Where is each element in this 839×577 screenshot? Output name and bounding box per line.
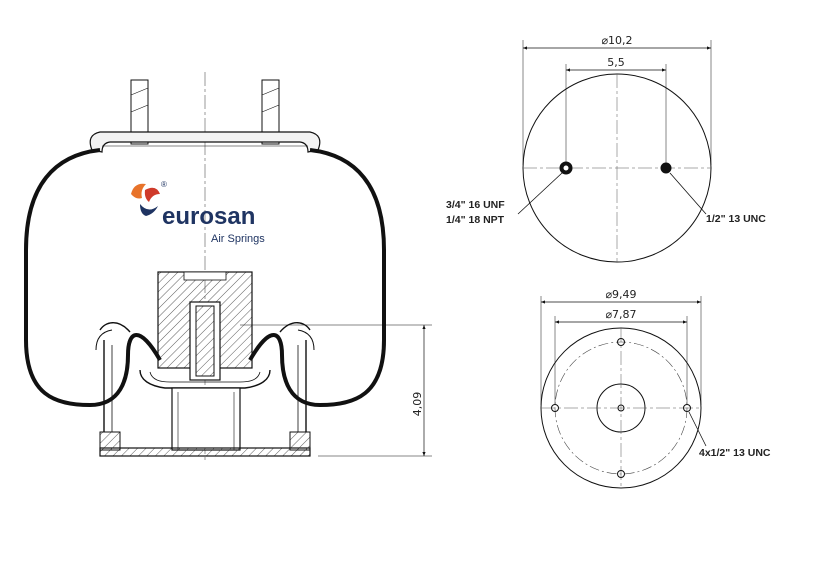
top-stud-right [261,79,280,145]
eurosan-logo: ® eurosan Air Springs [131,180,265,245]
top-diameter-label: ⌀10,2 [601,34,632,47]
piston-skirt [171,387,241,451]
top-bead-plate [89,131,321,153]
side-view [24,72,432,462]
height-dim-label: 4,09 [411,392,424,417]
height-dimension [240,324,432,457]
bottom-bolts-label: 4x1/2" 13 UNC [699,447,771,459]
top-view [517,40,712,263]
logo-subtitle: Air Springs [211,233,265,245]
bottom-bolt-hole [617,338,625,346]
logo-emblem-icon [131,183,160,216]
top-stud-hole [660,162,672,174]
bolt-circle-label: ⌀7,87 [605,308,636,321]
stud-spacing-label: 5,5 [607,56,625,69]
air-fitting-label-1: 3/4" 16 UNF [446,199,505,211]
top-stud-label: 1/2" 13 UNC [706,213,766,225]
piston-center-block [157,271,253,381]
logo-reg-mark: ® [161,180,167,189]
bottom-outer-diameter-label: ⌀9,49 [605,288,636,301]
logo-brand: eurosan [162,203,255,230]
bellow-outline [24,148,386,408]
bottom-bolt-hole [617,470,625,478]
air-fitting-label-2: 1/4" 18 NPT [446,214,505,226]
top-stud-left [130,79,149,145]
bottom-view [540,296,707,489]
bottom-base-plate [99,447,311,457]
